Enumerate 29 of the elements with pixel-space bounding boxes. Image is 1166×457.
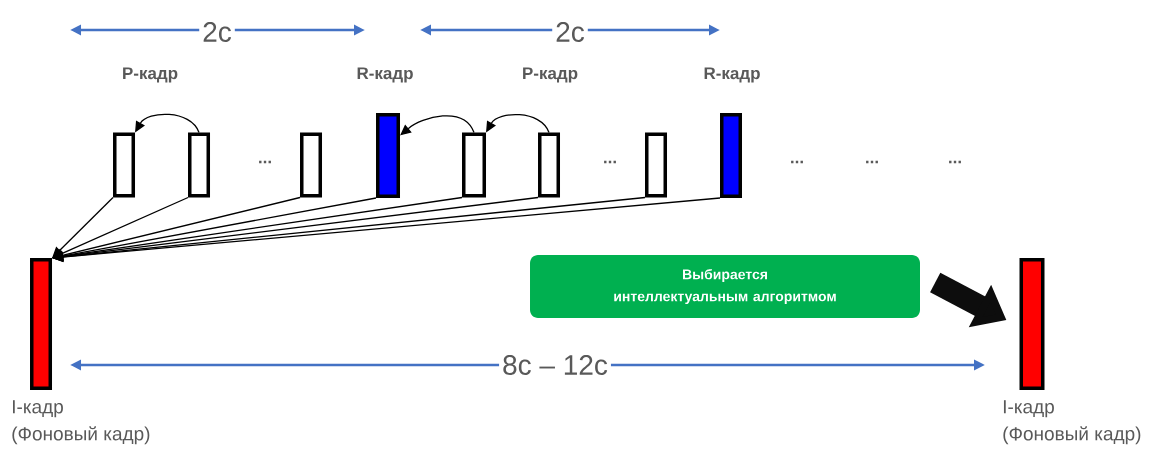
ellipsis: ... [866, 160, 878, 164]
curved-arrow [135, 113, 200, 134]
frame-type-label: R-кадр [704, 67, 760, 83]
frame-bar [538, 132, 560, 198]
ellipsis: ... [259, 160, 271, 164]
frame-label: I-кадр [1003, 400, 1054, 418]
frame-bar [645, 132, 667, 198]
process-box: Выбирается интеллектуальным алгоритмом [530, 255, 920, 318]
ellipsis: ... [791, 160, 803, 164]
frame-bar [300, 132, 322, 198]
frame-bar [113, 132, 135, 198]
ellipsis: ... [604, 160, 616, 164]
dimension-label: 8с – 12с [499, 354, 611, 376]
frame-type-label: R-кадр [357, 67, 413, 83]
frame-bar [462, 132, 486, 198]
frame-type-label: P-кадр [123, 67, 178, 83]
frame-bar [376, 113, 400, 198]
frame-bar [188, 132, 210, 198]
frame-label: (Фоновый кадр) [1003, 426, 1141, 445]
arrow [52, 196, 539, 262]
ellipsis: ... [949, 160, 961, 164]
dimension-label: 2с [552, 21, 588, 43]
dimension-label: 2с [199, 21, 235, 43]
curved-arrow [486, 113, 550, 134]
frame-type-label: P-кадр [523, 67, 578, 83]
frame-bar [720, 113, 742, 198]
frame-label: (Фоновый кадр) [12, 426, 150, 445]
frame-label: I-кадр [12, 400, 63, 418]
curved-arrow [400, 115, 475, 136]
